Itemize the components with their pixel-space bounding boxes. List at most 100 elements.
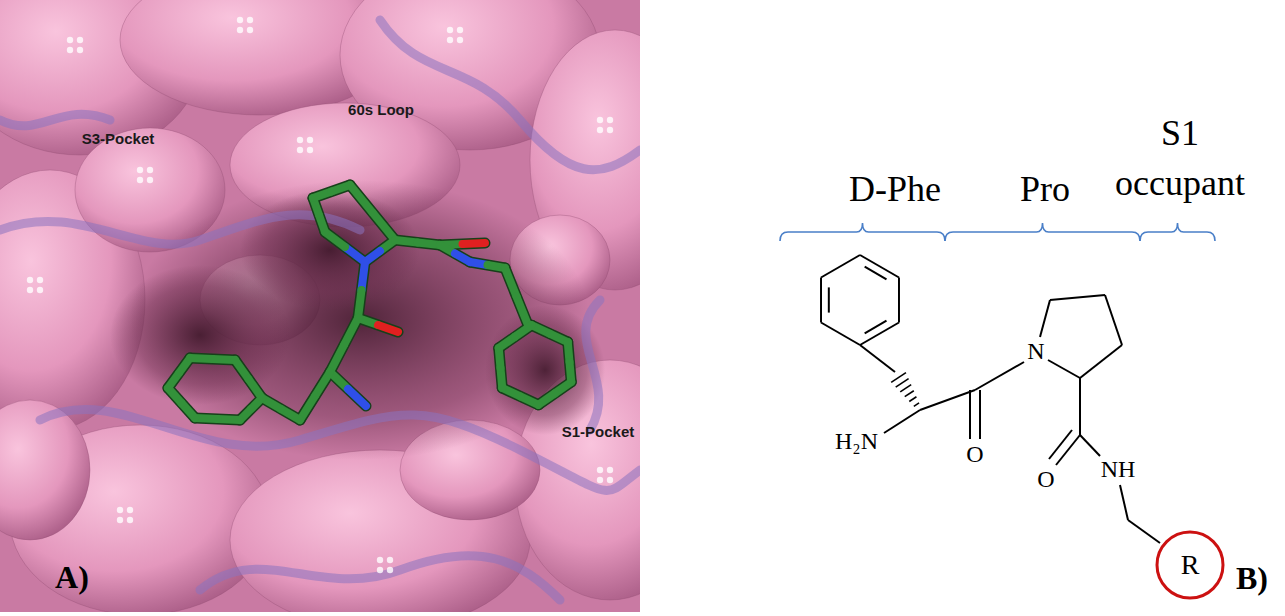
specular-highlight: [67, 47, 73, 53]
stick-outline: [300, 372, 330, 420]
stick-outline: [168, 358, 190, 388]
specular-highlight: [597, 477, 603, 483]
chemical-bond: [979, 390, 981, 439]
ligand-bond: [300, 396, 315, 420]
specular-highlight: [387, 567, 393, 573]
specular-highlight: [237, 27, 243, 33]
specular-highlight: [117, 507, 123, 513]
panel-letter: B): [1236, 560, 1268, 597]
stick-outline: [395, 240, 440, 245]
hashed-wedge: [909, 397, 916, 402]
specular-highlight: [607, 117, 613, 123]
ligand-bond: [463, 243, 486, 244]
specular-highlight: [137, 167, 143, 173]
specular-highlight: [607, 127, 613, 133]
specular-highlight: [377, 557, 383, 563]
chemical-bond: [1128, 520, 1160, 543]
atom-label: NH: [1101, 456, 1136, 484]
group-bracket: [780, 223, 945, 241]
stick-outline: [325, 232, 365, 262]
ligand-bond: [344, 318, 358, 345]
specular-highlight: [77, 37, 83, 43]
protein-ribbon: [200, 556, 560, 600]
stick-outline: [532, 325, 568, 342]
specular-highlight: [307, 137, 313, 143]
specular-highlight: [607, 467, 613, 473]
chemical-bond: [1120, 485, 1128, 520]
region-label: S3-Pocket: [82, 130, 155, 147]
chemical-bond: [865, 267, 887, 280]
ligand-sticks: [168, 185, 571, 420]
chemical-bond: [821, 255, 860, 278]
chemical-bond: [1050, 295, 1105, 300]
group-bracket: [1140, 223, 1215, 241]
chemical-bond: [1079, 378, 1081, 435]
stick-outline: [313, 185, 350, 198]
hashed-wedge: [914, 403, 919, 406]
chemical-bond: [898, 278, 900, 323]
specular-highlight: [377, 567, 383, 573]
chemical-bond: [1080, 345, 1122, 378]
chemical-bond: [1049, 430, 1072, 459]
stick-outline: [330, 318, 358, 372]
stick-outline: [168, 388, 195, 418]
ligand-bond: [373, 213, 396, 241]
specular-highlight: [37, 287, 43, 293]
stick-outline: [240, 398, 262, 420]
stick-outline: [195, 418, 240, 420]
atom-label: N: [1027, 338, 1044, 366]
ligand-bond: [348, 389, 366, 406]
atom-label: O: [1037, 466, 1054, 494]
atom-label: H₂N: [835, 428, 878, 456]
stick-outline: [499, 348, 502, 388]
stick-outline: [505, 268, 528, 325]
ligand-bond: [517, 297, 529, 326]
stick-outline: [313, 198, 325, 232]
ligand-bond: [315, 372, 330, 396]
r-group-label: R: [1181, 551, 1200, 579]
group-label: Pro: [1020, 169, 1070, 210]
ligand-bond: [358, 290, 362, 318]
specular-highlight: [27, 277, 33, 283]
hashed-wedge: [905, 391, 914, 397]
ligand-bond: [515, 325, 531, 336]
specular-highlight: [607, 477, 613, 483]
hashed-wedge: [900, 385, 911, 392]
panel-letter: A): [55, 559, 89, 596]
specular-highlight: [147, 177, 153, 183]
specular-highlight: [137, 177, 143, 183]
stick-outline: [470, 262, 505, 268]
chemical-bond: [1040, 300, 1050, 337]
specular-highlight: [457, 37, 463, 43]
chemical-bond: [1105, 295, 1122, 345]
specular-highlight: [37, 277, 43, 283]
ligand-bond: [330, 345, 344, 372]
stick-outline: [358, 262, 365, 318]
protein-ribbon: [586, 300, 600, 430]
chemical-bond: [975, 362, 1024, 390]
stick-outline: [358, 318, 398, 332]
chemical-structure: [780, 223, 1215, 543]
stick-outline: [502, 388, 538, 405]
specular-highlight: [67, 37, 73, 43]
stick-outline: [538, 382, 571, 405]
ligand-bond: [350, 185, 373, 213]
chemical-bond: [969, 390, 971, 439]
specular-highlight: [147, 167, 153, 173]
ligand-bond: [378, 325, 398, 332]
region-label: S1-Pocket: [562, 423, 635, 440]
specular-highlight: [117, 517, 123, 523]
ligand-bond: [505, 268, 517, 297]
stick-outline: [235, 360, 262, 398]
hashed-wedge: [896, 379, 909, 387]
specular-highlight: [447, 27, 453, 33]
specular-highlight: [237, 17, 243, 23]
specular-highlight: [297, 137, 303, 143]
protein-surface: [0, 0, 640, 612]
specular-highlight: [77, 47, 83, 53]
stick-outline: [262, 398, 300, 420]
r-group-circle: R: [1155, 530, 1225, 600]
stick-outline: [365, 240, 395, 262]
